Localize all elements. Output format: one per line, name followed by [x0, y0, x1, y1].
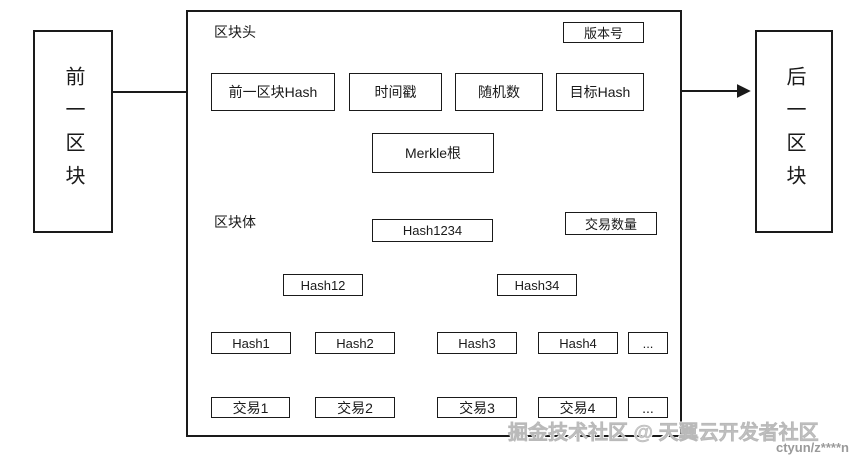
nonce-box: 随机数	[455, 73, 543, 111]
tx1-box: 交易1	[211, 397, 290, 418]
prev-block-hash-box: 前一区块Hash	[211, 73, 335, 111]
hash1-box: Hash1	[211, 332, 291, 354]
next-block-box: 后一区块	[755, 30, 833, 233]
merkle-root-box: Merkle根	[372, 133, 494, 173]
hash2-box: Hash2	[315, 332, 395, 354]
tx3-box: 交易3	[437, 397, 517, 418]
prev-block-box: 前一区块	[33, 30, 113, 233]
version-box: 版本号	[563, 22, 644, 43]
hash4-box: Hash4	[538, 332, 618, 354]
tx4-box: 交易4	[538, 397, 617, 418]
watermark-community: 掘金技术社区 @ 天翼云开发者社区	[508, 422, 819, 445]
target-hash-box: 目标Hash	[556, 73, 644, 111]
hash-ellipsis-box: ...	[628, 332, 668, 354]
root-hash-box: Hash1234	[372, 219, 493, 242]
tx2-box: 交易2	[315, 397, 395, 418]
block-body-label: 区块体	[214, 214, 256, 230]
timestamp-box: 时间戳	[349, 73, 442, 111]
hash12-box: Hash12	[283, 274, 363, 296]
tx-count-box: 交易数量	[565, 212, 657, 235]
prev-block-label: 前一区块	[62, 65, 84, 198]
watermark-user-id: ctyun/z****n	[776, 440, 849, 455]
hash3-box: Hash3	[437, 332, 517, 354]
block-header-label: 区块头	[214, 24, 256, 40]
tx-ellipsis-box: ...	[628, 397, 668, 418]
hash34-box: Hash34	[497, 274, 577, 296]
next-block-label: 后一区块	[783, 65, 805, 198]
